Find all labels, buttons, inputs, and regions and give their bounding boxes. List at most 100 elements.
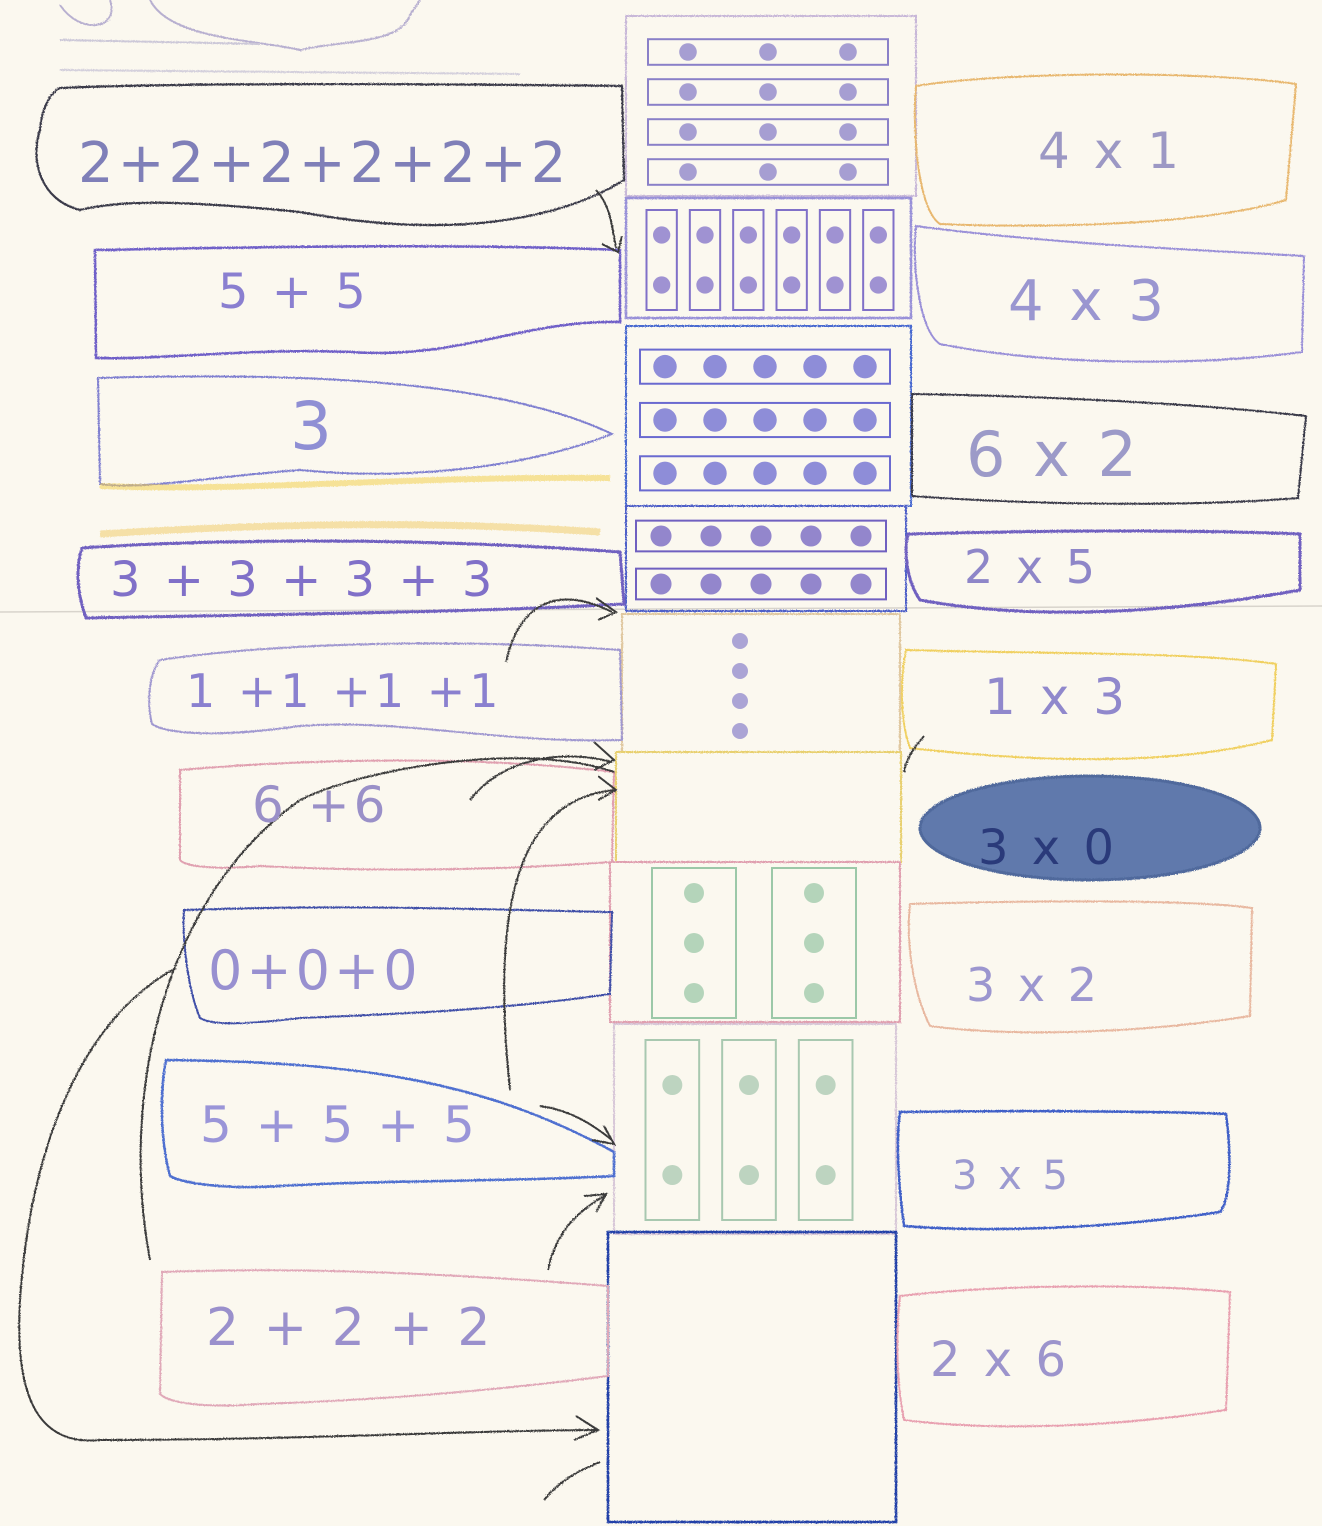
dot xyxy=(800,573,821,594)
dot xyxy=(703,355,726,378)
dot-groups xyxy=(636,39,894,1220)
dot-strip xyxy=(777,210,807,310)
right-expression-2: 4 x 3 xyxy=(1008,274,1168,330)
dot xyxy=(853,355,876,378)
dot xyxy=(696,276,713,293)
arrow-6 xyxy=(548,1196,604,1270)
corner-doodle xyxy=(60,0,520,74)
dot xyxy=(653,355,676,378)
dot-strip xyxy=(647,210,677,310)
dot xyxy=(650,525,671,546)
left-bubble-4-yellow xyxy=(100,525,600,534)
dot xyxy=(850,573,871,594)
right-expression-1: 4 x 1 xyxy=(1038,126,1183,176)
dot xyxy=(839,123,857,141)
dot xyxy=(759,123,777,141)
dot xyxy=(803,462,826,485)
dot xyxy=(732,723,748,739)
right-expression-5: 1 x 3 xyxy=(984,672,1129,722)
dot xyxy=(740,276,757,293)
dot xyxy=(803,355,826,378)
left-expression-7: 0+0+0 xyxy=(208,944,422,998)
dot xyxy=(759,83,777,101)
dot xyxy=(750,525,771,546)
dot xyxy=(839,43,857,61)
dot xyxy=(759,43,777,61)
dot xyxy=(703,408,726,431)
dot xyxy=(783,276,800,293)
dot xyxy=(816,1165,836,1185)
dot xyxy=(804,983,824,1003)
dot xyxy=(753,408,776,431)
dot xyxy=(750,573,771,594)
dot xyxy=(653,226,670,243)
dot xyxy=(804,883,824,903)
dot xyxy=(870,276,887,293)
dot xyxy=(870,226,887,243)
arrow-4 xyxy=(504,790,614,1090)
dot xyxy=(653,276,670,293)
right-expression-7: 3 x 2 xyxy=(966,962,1101,1008)
dot xyxy=(700,525,721,546)
right-expression-3: 6 x 2 xyxy=(966,424,1141,486)
dot xyxy=(800,525,821,546)
left-expression-2: 5 + 5 xyxy=(218,268,370,316)
dot xyxy=(816,1075,836,1095)
dot-strip xyxy=(690,210,720,310)
dot xyxy=(739,1165,759,1185)
dot xyxy=(662,1165,682,1185)
dot-strip xyxy=(799,1040,853,1220)
dot xyxy=(853,462,876,485)
dot xyxy=(653,462,676,485)
dot xyxy=(662,1075,682,1095)
dot xyxy=(684,883,704,903)
dot xyxy=(684,933,704,953)
dot xyxy=(732,633,748,649)
dot-strip xyxy=(820,210,850,310)
center-column xyxy=(608,16,916,1522)
dot xyxy=(679,123,697,141)
left-bubble-3 xyxy=(98,376,612,485)
dot xyxy=(684,983,704,1003)
center-box-4 xyxy=(626,506,906,611)
dot xyxy=(679,83,697,101)
left-expression-6: 6 +6 xyxy=(252,780,389,830)
dot-strip xyxy=(722,1040,776,1220)
dot xyxy=(759,163,777,181)
left-expression-3: 3 xyxy=(290,394,336,460)
right-expression-8: 3 x 5 xyxy=(952,1156,1072,1196)
dot xyxy=(732,663,748,679)
dot xyxy=(839,163,857,181)
dot-strip xyxy=(733,210,763,310)
arrow-8 xyxy=(544,1462,600,1500)
center-box-5 xyxy=(622,614,900,752)
center-box-8 xyxy=(614,1024,896,1234)
arrow-3-head xyxy=(594,742,614,770)
dot xyxy=(826,276,843,293)
dot xyxy=(753,355,776,378)
left-bubble-6 xyxy=(180,761,614,870)
dot-strip xyxy=(646,1040,700,1220)
arrow-7-head xyxy=(574,1416,598,1440)
dot xyxy=(839,83,857,101)
dot xyxy=(739,1075,759,1095)
dot xyxy=(850,525,871,546)
center-box-9 xyxy=(608,1232,896,1522)
dot xyxy=(732,693,748,709)
dot xyxy=(853,408,876,431)
center-box-6 xyxy=(616,752,901,862)
dot xyxy=(679,43,697,61)
arrow-1 xyxy=(596,190,616,248)
dot xyxy=(804,933,824,953)
right-expression-9: 2 x 6 xyxy=(930,1336,1070,1384)
dot xyxy=(696,226,713,243)
dot xyxy=(703,462,726,485)
right-expression-4: 2 x 5 xyxy=(964,544,1099,590)
left-expression-9: 2 + 2 + 2 xyxy=(206,1302,495,1354)
right-expression-6: 3 x 0 xyxy=(978,824,1118,872)
dot xyxy=(740,226,757,243)
left-expression-5: 1 +1 +1 +1 xyxy=(186,668,503,714)
arrow-7 xyxy=(19,968,596,1441)
center-box-2 xyxy=(626,198,911,318)
